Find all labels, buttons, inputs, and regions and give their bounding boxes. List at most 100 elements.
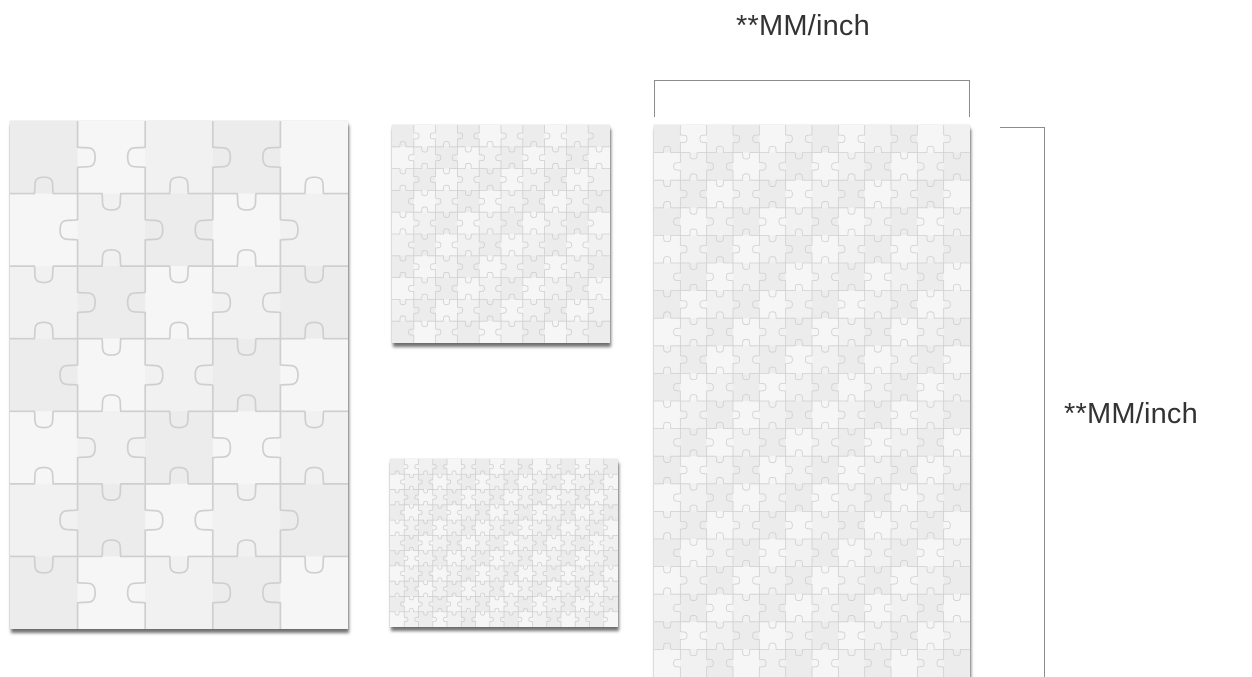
puzzle-piece <box>436 256 458 278</box>
puzzle-piece <box>865 649 891 677</box>
puzzle-piece <box>518 535 532 550</box>
puzzle-piece <box>604 596 618 611</box>
puzzle-piece <box>547 505 561 520</box>
puzzle-piece <box>501 169 523 191</box>
puzzle-piece <box>891 622 917 650</box>
puzzle-piece <box>759 235 785 263</box>
puzzle-piece <box>561 520 575 535</box>
puzzle-piece <box>654 153 680 181</box>
puzzle-piece <box>707 373 733 401</box>
puzzle-piece <box>280 339 348 412</box>
puzzle-piece <box>891 401 917 429</box>
puzzle-piece <box>561 474 575 489</box>
puzzle-piece <box>213 266 281 339</box>
puzzle-piece <box>533 459 547 474</box>
puzzle-piece <box>419 505 433 520</box>
puzzle-piece <box>812 263 838 291</box>
puzzle-piece <box>414 321 436 343</box>
puzzle-piece <box>476 612 490 627</box>
puzzle-piece <box>490 505 504 520</box>
puzzle-piece <box>561 612 575 627</box>
puzzle-piece <box>838 649 864 677</box>
puzzle-piece <box>588 125 610 147</box>
puzzle-piece <box>865 456 891 484</box>
puzzle-piece <box>604 535 618 550</box>
puzzle-piece <box>404 505 418 520</box>
puzzle-piece <box>707 208 733 236</box>
puzzle-piece <box>917 208 943 236</box>
puzzle-piece <box>575 459 589 474</box>
puzzle-piece <box>759 291 785 319</box>
puzzle-piece <box>392 278 414 300</box>
puzzle-piece <box>680 291 706 319</box>
puzzle-piece <box>575 566 589 581</box>
puzzle-piece <box>944 567 970 595</box>
puzzle-piece <box>891 291 917 319</box>
puzzle-piece <box>10 266 78 339</box>
puzzle-piece <box>759 484 785 512</box>
puzzle-piece <box>917 429 943 457</box>
puzzle-piece <box>707 456 733 484</box>
puzzle-piece <box>733 511 759 539</box>
puzzle-piece <box>390 581 404 596</box>
puzzle-piece <box>433 520 447 535</box>
puzzle-piece <box>575 551 589 566</box>
puzzle-piece <box>414 190 436 212</box>
puzzle-piece <box>404 596 418 611</box>
puzzle-piece <box>533 566 547 581</box>
puzzle-piece <box>447 566 461 581</box>
puzzle-piece <box>490 490 504 505</box>
puzzle-piece <box>944 180 970 208</box>
puzzle-piece <box>865 429 891 457</box>
puzzle-piece <box>490 596 504 611</box>
puzzle-piece <box>145 121 213 194</box>
puzzle-piece <box>457 321 479 343</box>
puzzle-piece <box>78 484 146 557</box>
puzzle-piece <box>654 622 680 650</box>
puzzle-piece <box>504 566 518 581</box>
puzzle-piece <box>390 596 404 611</box>
puzzle-piece <box>501 299 523 321</box>
puzzle-piece <box>523 190 545 212</box>
small-square-puzzle <box>392 125 610 343</box>
puzzle-piece <box>917 180 943 208</box>
puzzle-piece <box>575 474 589 489</box>
puzzle-piece <box>838 263 864 291</box>
puzzle-piece <box>414 169 436 191</box>
puzzle-piece <box>891 318 917 346</box>
puzzle-piece <box>733 649 759 677</box>
puzzle-piece <box>575 505 589 520</box>
puzzle-piece <box>588 256 610 278</box>
puzzle-piece <box>707 180 733 208</box>
puzzle-piece <box>504 581 518 596</box>
puzzle-piece <box>590 505 604 520</box>
puzzle-piece <box>654 429 680 457</box>
puzzle-piece <box>865 594 891 622</box>
puzzle-piece <box>504 612 518 627</box>
puzzle-piece <box>680 346 706 374</box>
puzzle-piece <box>680 484 706 512</box>
puzzle-piece <box>654 235 680 263</box>
puzzle-piece <box>533 535 547 550</box>
puzzle-piece <box>566 299 588 321</box>
puzzle-piece <box>680 511 706 539</box>
puzzle-piece <box>504 490 518 505</box>
puzzle-piece <box>680 263 706 291</box>
puzzle-piece <box>213 339 281 412</box>
puzzle-piece <box>518 596 532 611</box>
puzzle-piece <box>433 581 447 596</box>
puzzle-piece <box>680 539 706 567</box>
puzzle-piece <box>654 456 680 484</box>
puzzle-piece <box>490 551 504 566</box>
large-rect-puzzle-grid <box>10 121 348 629</box>
puzzle-piece <box>733 125 759 153</box>
puzzle-piece <box>891 346 917 374</box>
puzzle-piece <box>392 299 414 321</box>
puzzle-piece <box>707 318 733 346</box>
puzzle-piece <box>404 612 418 627</box>
puzzle-piece <box>786 539 812 567</box>
puzzle-piece <box>944 456 970 484</box>
puzzle-piece <box>590 596 604 611</box>
puzzle-piece <box>707 567 733 595</box>
puzzle-piece <box>390 612 404 627</box>
